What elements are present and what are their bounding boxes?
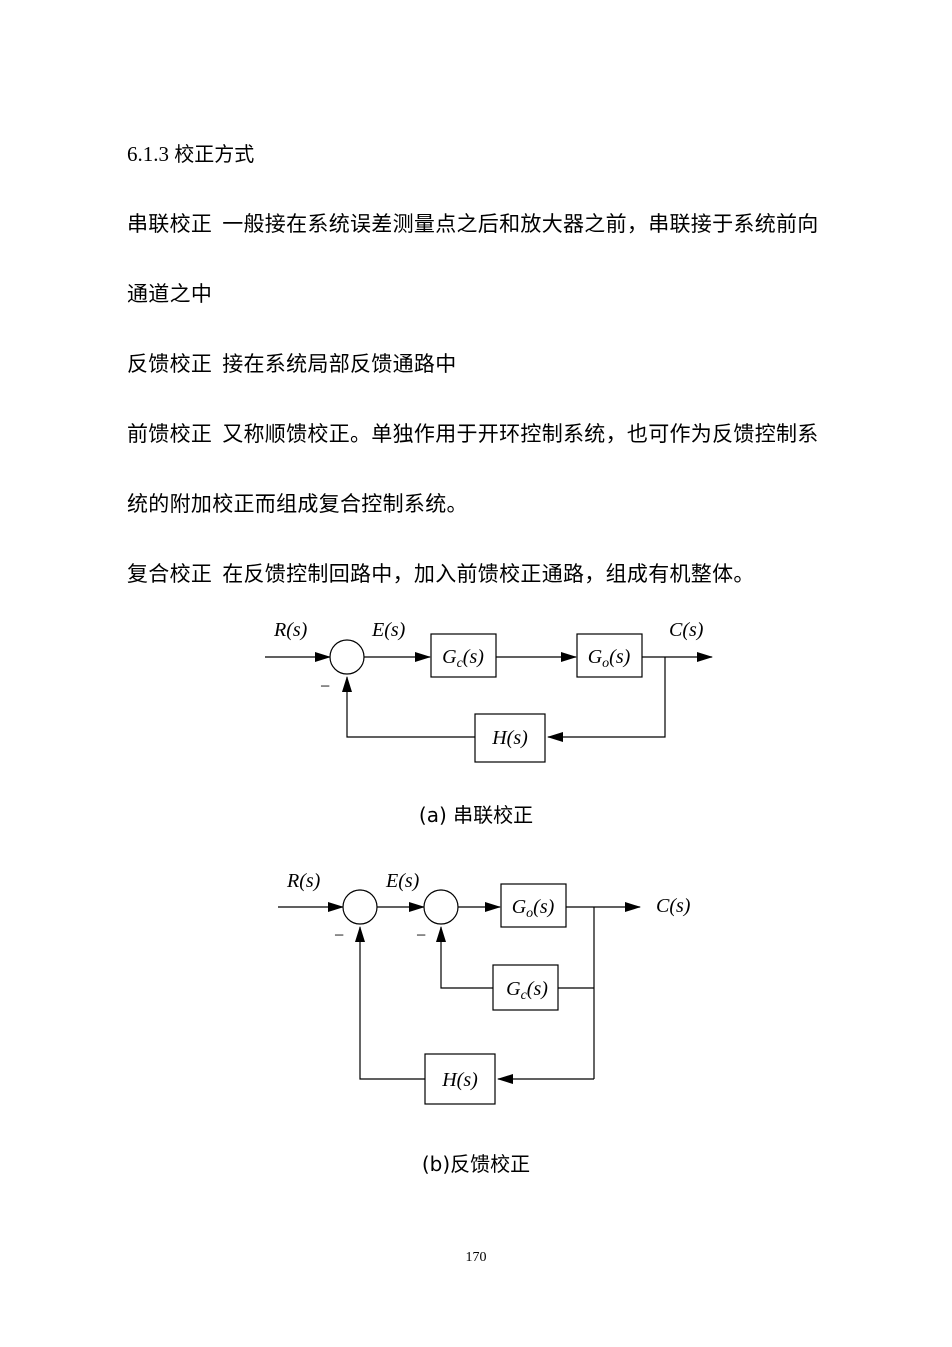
output-label: C(s) xyxy=(669,619,704,641)
compound-paragraph: 复合校正在反馈控制回路中，加入前馈校正通路，组成有机整体。 xyxy=(127,558,755,588)
feedback-path-out xyxy=(342,676,475,738)
feedback-paragraph: 反馈校正接在系统局部反馈通路中 xyxy=(127,348,457,378)
output-label: C(s) xyxy=(656,895,691,917)
compound-lead: 复合校正 xyxy=(127,562,213,586)
compound-text: 在反馈控制回路中，加入前馈校正通路，组成有机整体。 xyxy=(222,562,755,586)
feedback-lead: 反馈校正 xyxy=(127,352,213,376)
input-label: R(s) xyxy=(286,870,321,892)
series-paragraph-line1: 串联校正一般接在系统误差测量点之后和放大器之前，串联接于系统前向 xyxy=(127,208,819,238)
feedback-label: H(s) xyxy=(491,727,528,749)
controller-label: Gc(s) xyxy=(442,646,484,671)
plant-block xyxy=(500,883,567,928)
feedback-block xyxy=(424,1053,496,1105)
plant-block xyxy=(576,633,643,678)
feedback-label: H(s) xyxy=(441,1069,478,1091)
minus-sign: − xyxy=(320,676,330,696)
feedforward-paragraph-line1: 前馈校正又称顺馈校正。单独作用于开环控制系统，也可作为反馈控制系 xyxy=(127,418,819,448)
feedback-text: 接在系统局部反馈通路中 xyxy=(222,352,457,376)
caption-b: (b)反馈校正 xyxy=(421,1152,531,1176)
feedforward-lead: 前馈校正 xyxy=(127,422,213,446)
local-feedback-out xyxy=(436,926,493,989)
feedback-block xyxy=(474,713,546,763)
outer-minus-sign: − xyxy=(334,925,344,945)
feedback-path-in xyxy=(547,657,666,742)
error-label: E(s) xyxy=(385,870,420,892)
main-feedback-out xyxy=(355,926,425,1080)
outer-summing-junction xyxy=(342,889,378,925)
feedback-compensation-diagram: R(s) E(s) C(s) Go(s) Gc(s) H(s) − − xyxy=(278,870,691,1105)
controller-block xyxy=(430,633,497,678)
inner-minus-sign: − xyxy=(416,925,426,945)
summing-junction xyxy=(329,639,365,675)
local-feedback-block xyxy=(492,964,559,1011)
error-label: E(s) xyxy=(371,619,406,641)
plant-label: Go(s) xyxy=(588,646,631,671)
feedforward-text-1: 又称顺馈校正。单独作用于开环控制系统，也可作为反馈控制系 xyxy=(222,422,819,446)
page-number: 170 xyxy=(465,1250,487,1265)
series-paragraph-line2: 通道之中 xyxy=(127,282,213,306)
series-lead: 串联校正 xyxy=(127,212,213,236)
series-text-1: 一般接在系统误差测量点之后和放大器之前，串联接于系统前向 xyxy=(222,212,819,236)
section-title: 校正方式 xyxy=(174,142,255,166)
inner-summing-junction xyxy=(423,889,459,925)
caption-a: (a) 串联校正 xyxy=(418,803,534,827)
section-heading: 6.1.3 校正方式 xyxy=(127,138,254,167)
series-compensation-diagram: R(s) E(s) C(s) Gc(s) Go(s) H(s) − xyxy=(265,619,713,763)
plant-label: Go(s) xyxy=(512,896,555,921)
feedforward-paragraph-line2: 统的附加校正而组成复合控制系统。 xyxy=(127,492,468,516)
section-number: 6.1.3 xyxy=(127,142,169,166)
input-label: R(s) xyxy=(273,619,308,641)
local-feedback-label: Gc(s) xyxy=(506,978,548,1003)
